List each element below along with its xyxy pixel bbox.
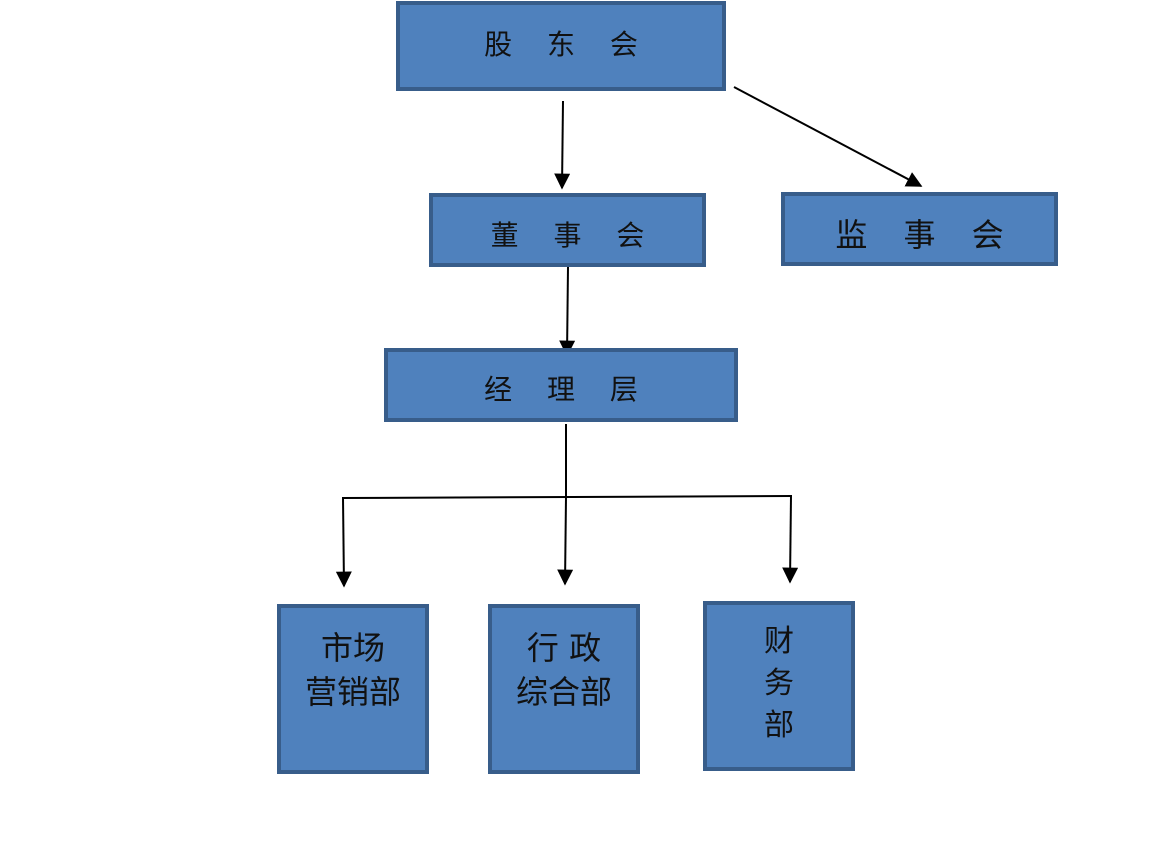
arrow-to-marketing — [335, 497, 352, 588]
node-label: 董 事 会 — [490, 219, 658, 252]
arrow-to-finance — [782, 495, 799, 584]
arrow-to-admin — [557, 496, 574, 586]
node-shareholders-meeting: 股 东 会 — [396, 1, 726, 91]
node-label: 行 政 综合部 — [515, 629, 612, 711]
arrow-board-to-management — [559, 266, 576, 357]
connector-branch-bar — [341, 495, 793, 499]
node-marketing-department: 市场 营销部 — [277, 604, 429, 774]
node-label: 监 事 会 — [835, 216, 1017, 254]
node-label: 经 理 层 — [484, 373, 651, 406]
node-finance-department: 财 务 部 — [703, 601, 855, 771]
arrow-shareholders-to-board — [554, 100, 571, 190]
node-board-of-supervisors: 监 事 会 — [781, 192, 1058, 266]
node-board-of-directors: 董 事 会 — [429, 193, 706, 267]
arrow-shareholders-to-supervisors — [733, 86, 923, 187]
node-label: 股 东 会 — [484, 28, 651, 61]
node-administration-department: 行 政 综合部 — [488, 604, 640, 774]
node-label: 财 务 部 — [764, 624, 794, 743]
node-management: 经 理 层 — [384, 348, 738, 422]
node-label: 市场 营销部 — [304, 629, 401, 711]
